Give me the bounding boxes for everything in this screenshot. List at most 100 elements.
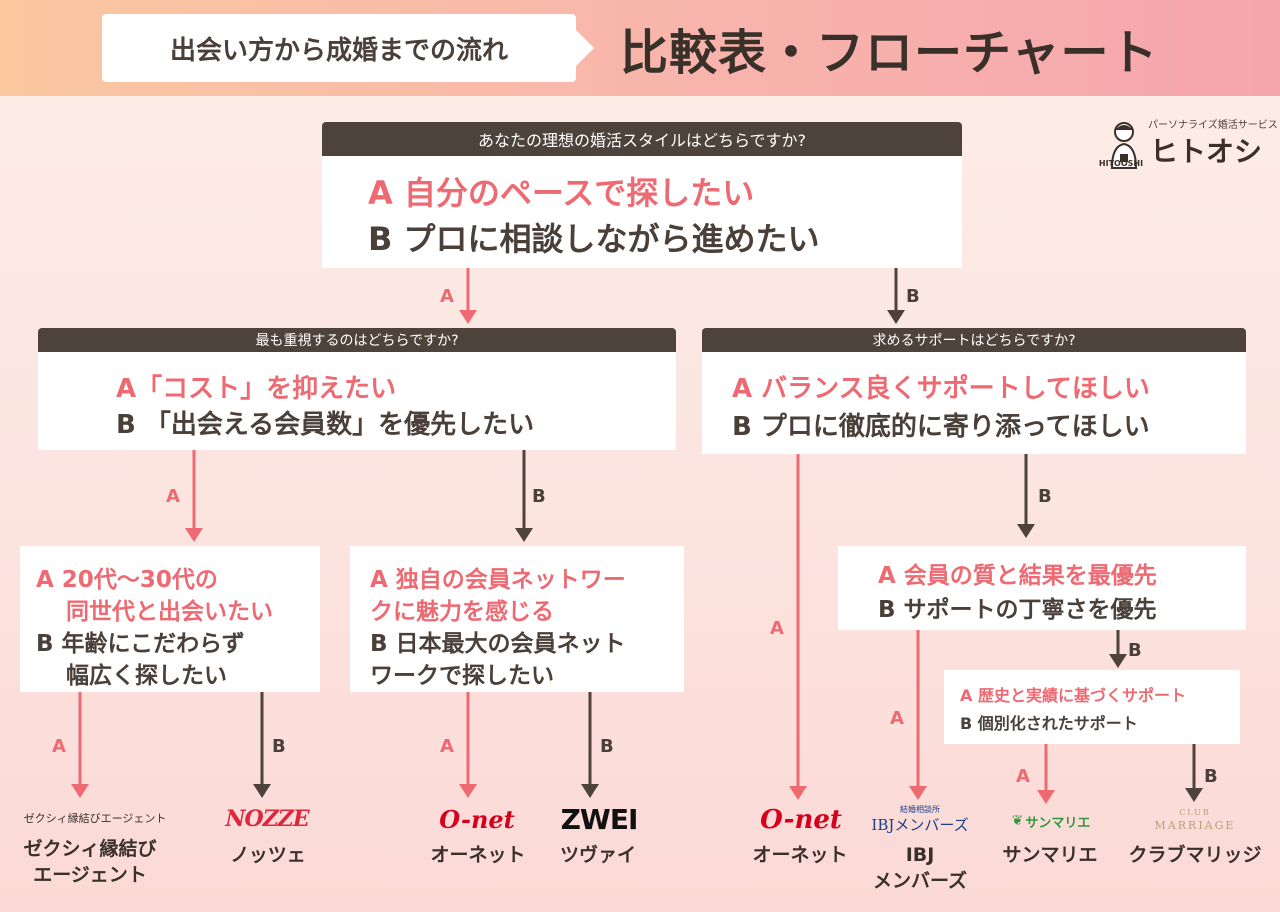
sunmarie-logo-text: サンマリエ xyxy=(1025,815,1091,831)
result-ibj-name2: メンバーズ xyxy=(872,870,968,892)
q1-option-b: B プロに相談しながら進めたい xyxy=(368,220,820,258)
result-onet-2: オーネット xyxy=(740,842,860,868)
q3-option-b: B プロに徹底的に寄り添ってほしい xyxy=(732,412,1150,442)
brand-tagline: パーソナライズ婚活サービス xyxy=(1148,120,1278,131)
result-onet-2-name1: オーネット xyxy=(752,844,848,866)
arrow-q5-a-head xyxy=(459,784,477,798)
q4-option-b-line1: B 年齢にこだわらず xyxy=(36,631,245,657)
q2-header: 最も重視するのはどちらですか? xyxy=(38,328,676,352)
arrow-q6-a-head xyxy=(909,786,927,800)
result-zexy-name2: エージェント xyxy=(33,864,147,886)
q1-option-a: A 自分のペースで探したい xyxy=(368,174,755,212)
result-onet-1-name1: オーネット xyxy=(430,844,526,866)
sunmarie-logo: ❦ サンマリエ xyxy=(1008,808,1094,834)
label-q3-b: B xyxy=(1038,486,1052,507)
result-zwei: ツヴァイ xyxy=(538,842,658,868)
result-zexy-name1: ゼクシィ縁結び xyxy=(23,838,157,860)
q2-option-a: A「コスト」を抑えたい xyxy=(116,374,397,404)
result-zexy: ゼクシィ縁結び エージェント xyxy=(10,836,170,888)
label-q4-a: A xyxy=(52,736,66,757)
subtitle-text: 出会い方から成婚までの流れ xyxy=(169,35,508,66)
subtitle-pill-pointer xyxy=(574,28,594,68)
result-ibj-name1: IBJ xyxy=(905,844,935,866)
hitooshi-figure-icon: HITOOSHI xyxy=(1099,122,1143,169)
q4-option-a-line1: A 20代〜30代の xyxy=(36,567,218,593)
label-q1-b: B xyxy=(906,286,920,307)
q5-box: A 独自の会員ネットワー クに魅力を感じる B 日本最大の会員ネット ワークで探… xyxy=(350,546,684,692)
onet-logo-1-text: O-net xyxy=(439,804,515,834)
brand-figure-text: HITOOSHI xyxy=(1099,159,1143,168)
q6-option-a: A 会員の質と結果を最優先 xyxy=(878,563,1157,589)
subtitle-pill: 出会い方から成婚までの流れ xyxy=(102,14,576,82)
label-q3-a: A xyxy=(770,618,784,639)
arrow-q1-a-head xyxy=(459,310,477,324)
result-club-marriage: クラブマリッジ xyxy=(1120,842,1270,868)
result-sunmarie: サンマリエ xyxy=(990,842,1110,868)
q1-header-text: あなたの理想の婚活スタイルはどちらですか? xyxy=(477,131,806,150)
nozze-logo-text: NOZZE xyxy=(225,806,309,832)
q7-option-b: B 個別化されたサポート xyxy=(960,714,1138,733)
arrow-q7-b-head xyxy=(1185,788,1203,802)
arrow-q5-b-head xyxy=(581,784,599,798)
label-q5-a: A xyxy=(440,736,454,757)
ibj-logo-text: IBJメンバーズ xyxy=(871,816,969,834)
result-club-marriage-name1: クラブマリッジ xyxy=(1128,844,1262,866)
arrow-q4-a-head xyxy=(71,784,89,798)
label-q6-b: B xyxy=(1128,640,1142,661)
label-q7-a: A xyxy=(1016,766,1030,787)
q5-option-b-line1: B 日本最大の会員ネット xyxy=(370,631,626,657)
result-zwei-name1: ツヴァイ xyxy=(559,844,636,866)
label-q5-b: B xyxy=(600,736,614,757)
arrow-q2-b-head xyxy=(515,528,533,542)
q2-box: A「コスト」を抑えたい B 「出会える会員数」を優先したい xyxy=(38,352,676,450)
q7-option-a: A 歴史と実績に基づくサポート xyxy=(960,686,1186,705)
arrow-q4-b-head xyxy=(253,784,271,798)
q2-header-text: 最も重視するのはどちらですか? xyxy=(255,333,459,349)
q4-option-b-line2: 幅広く探したい xyxy=(66,663,227,689)
q5-option-b-line2: ワークで探したい xyxy=(370,663,554,689)
onet-logo-1: O-net xyxy=(436,802,518,836)
arrow-q7-a-head xyxy=(1037,790,1055,804)
result-nozze-name1: ノッツェ xyxy=(230,844,306,866)
q3-option-a: A バランス良くサポートしてほしい xyxy=(732,374,1150,404)
q4-box: A 20代〜30代の 同世代と出会いたい B 年齢にこだわらず 幅広く探したい xyxy=(20,546,320,692)
result-ibj: IBJ メンバーズ xyxy=(860,842,980,894)
label-q2-a: A xyxy=(166,486,180,507)
q2-option-b: B 「出会える会員数」を優先したい xyxy=(116,410,535,440)
leaf-icon: ❦ xyxy=(1011,813,1024,829)
onet-logo-2-text: O-net xyxy=(760,805,842,835)
ibj-logo-top: 結婚相談所 xyxy=(900,805,940,814)
result-nozze: ノッツェ xyxy=(208,842,328,868)
q1-header: あなたの理想の婚活スタイルはどちらですか? xyxy=(322,122,962,156)
q7-box: A 歴史と実績に基づくサポート B 個別化されたサポート xyxy=(944,670,1240,744)
label-q7-b: B xyxy=(1204,766,1218,787)
zwei-logo: ZWEI xyxy=(556,800,642,838)
zexy-logo-text: ゼクシィ縁結びエージェント xyxy=(23,812,167,825)
brand-name: ヒトオシ xyxy=(1150,135,1263,168)
nozze-logo: NOZZE xyxy=(225,802,309,836)
ibj-logo: 結婚相談所 IBJメンバーズ xyxy=(871,802,969,838)
q4-option-a-line2: 同世代と出会いたい xyxy=(66,599,273,625)
header-banner: 出会い方から成婚までの流れ 比較表・フローチャート xyxy=(0,0,1280,96)
q3-header-text: 求めるサポートはどちらですか? xyxy=(872,333,1076,349)
club-marriage-logo-top: CLUB xyxy=(1179,808,1211,817)
club-marriage-logo-text: MARRIAGE xyxy=(1154,819,1236,832)
q6-box: A 会員の質と結果を最優先 B サポートの丁寧さを優先 xyxy=(838,546,1246,630)
zwei-logo-text: ZWEI xyxy=(560,802,639,836)
result-sunmarie-name1: サンマリエ xyxy=(1002,844,1098,866)
q5-option-a-line1: A 独自の会員ネットワー xyxy=(370,567,626,593)
onet-logo-2: O-net xyxy=(756,802,846,838)
page-title: 比較表・フローチャート xyxy=(620,25,1159,81)
q5-option-a-line2: クに魅力を感じる xyxy=(370,599,554,625)
label-q4-b: B xyxy=(272,736,286,757)
q1-box: A 自分のペースで探したい B プロに相談しながら進めたい xyxy=(322,156,962,268)
label-q2-b: B xyxy=(532,486,546,507)
arrow-q3-a-head xyxy=(789,786,807,800)
arrow-q1-b-head xyxy=(887,310,905,324)
q3-header: 求めるサポートはどちらですか? xyxy=(702,328,1246,352)
q6-option-b: B サポートの丁寧さを優先 xyxy=(878,597,1157,623)
club-marriage-logo: CLUB MARRIAGE xyxy=(1150,806,1240,836)
q3-box: A バランス良くサポートしてほしい B プロに徹底的に寄り添ってほしい xyxy=(702,352,1246,454)
zexy-logo: ゼクシィ縁結びエージェント xyxy=(24,806,167,830)
